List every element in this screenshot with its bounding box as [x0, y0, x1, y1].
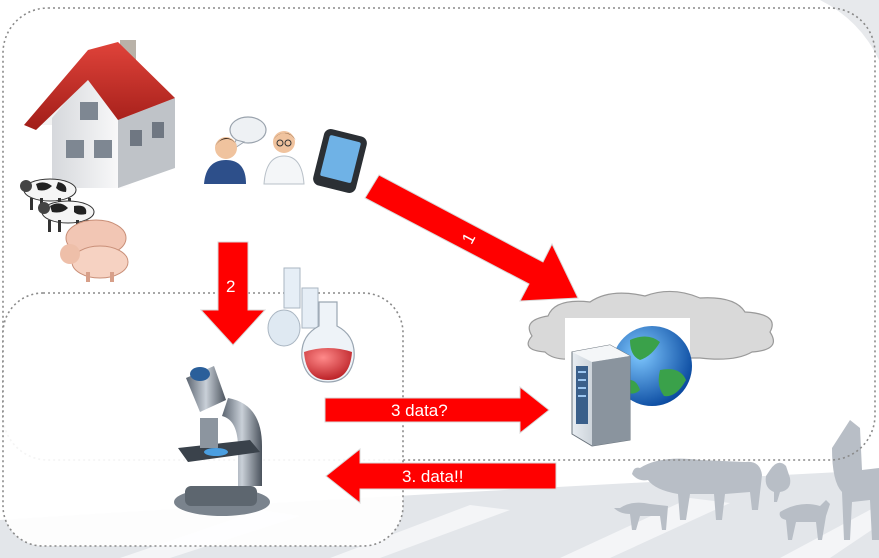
- veterinarian-icon: [263, 131, 305, 185]
- pigs-icon: [60, 219, 129, 282]
- microscope-icon: [174, 366, 270, 516]
- flasks-icon: [267, 267, 355, 383]
- farmer-speaking-icon: [204, 116, 267, 184]
- globe-icon: [612, 326, 692, 406]
- outer-frame: [2, 7, 876, 461]
- arrow-4-label: 3. data!!: [402, 467, 464, 486]
- arrow-4: [325, 447, 557, 505]
- arrow-3: [324, 385, 550, 435]
- cows-icon: [20, 178, 95, 232]
- arrow-2-label: 2: [226, 277, 236, 296]
- house-icon: [24, 40, 175, 188]
- arrow-1: [364, 174, 579, 302]
- tablet-icon: [313, 129, 367, 193]
- server-icon: [571, 344, 631, 447]
- animal-silhouettes-icon: [614, 420, 879, 540]
- arrow-2: [199, 241, 267, 346]
- arrow-3-label: 3 data?: [391, 401, 448, 420]
